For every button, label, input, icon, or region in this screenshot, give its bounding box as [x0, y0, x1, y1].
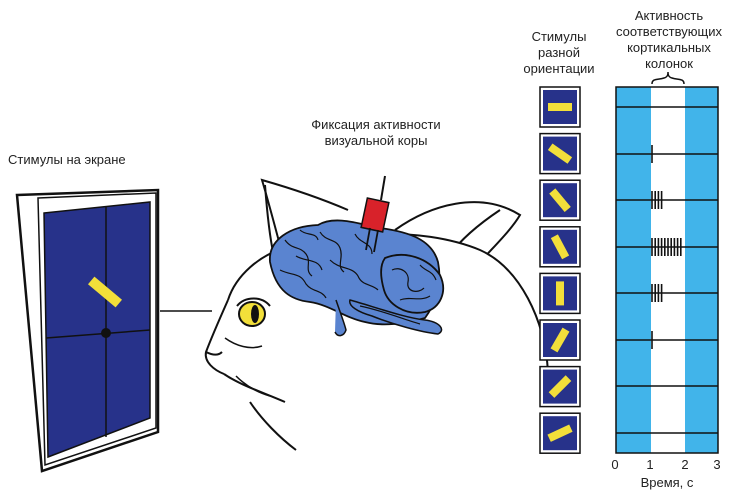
stimulus-tile — [540, 134, 580, 174]
orientations-label-line1: Стимулы — [512, 29, 606, 44]
stimulus-tile — [540, 227, 580, 267]
stimulus-tile — [540, 367, 580, 407]
activity-label-line2: соответствующих — [604, 24, 731, 39]
time-tick-3: 3 — [710, 457, 724, 472]
time-tick-0: 0 — [608, 457, 622, 472]
stimulus-screen — [17, 190, 158, 471]
orientations-label-line2: разной — [512, 45, 606, 60]
activity-raster — [616, 72, 718, 453]
activity-label-line3: кортикальных — [604, 40, 731, 55]
stimulus-bar — [548, 103, 572, 111]
time-tick-2: 2 — [678, 457, 692, 472]
stimulus-tile — [540, 273, 580, 313]
time-axis-label: Время, с — [612, 475, 722, 490]
recording-label-line2: визуальной коры — [296, 133, 456, 148]
time-tick-1: 1 — [643, 457, 657, 472]
orientations-label-line3: ориентации — [512, 61, 606, 76]
stimulus-tile — [540, 320, 580, 360]
screen-display — [44, 202, 150, 457]
raster-window-column — [651, 87, 685, 453]
window-brace — [652, 72, 684, 84]
fixation-point — [101, 328, 111, 338]
brain — [270, 220, 443, 335]
activity-label-line1: Активность — [604, 8, 731, 23]
stimulus-tile — [540, 180, 580, 220]
recording-label-line1: Фиксация активности — [296, 117, 456, 132]
stimulus-tile — [540, 87, 580, 127]
cat-eye — [237, 299, 270, 327]
screen-label: Стимулы на экране — [8, 152, 126, 167]
orientation-stimuli — [540, 87, 580, 453]
stimulus-bar — [556, 281, 564, 305]
stimulus-tile — [540, 413, 580, 453]
activity-label-line4: колонок — [604, 56, 731, 71]
